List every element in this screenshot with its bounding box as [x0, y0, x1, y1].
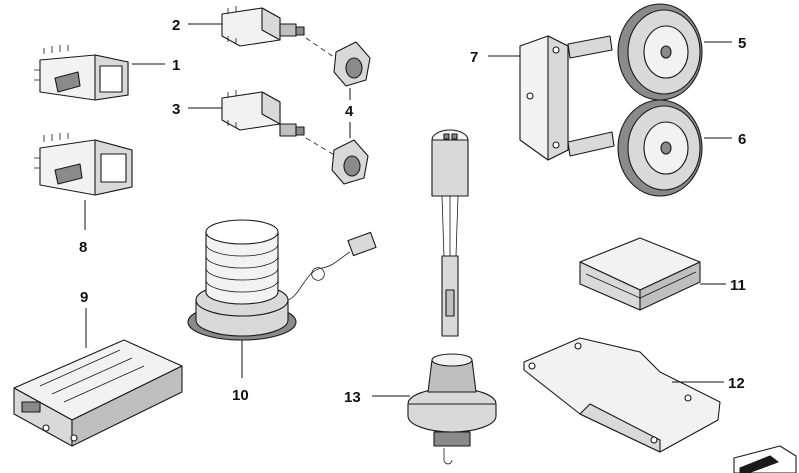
part-switch-1: [34, 45, 129, 101]
part-horn-5: [567, 3, 703, 101]
part-bracket-7: [519, 35, 569, 161]
callout-4: 4: [345, 103, 354, 120]
callout-8: 8: [79, 239, 87, 256]
callout-10: 10: [232, 387, 249, 404]
callout-1: 1: [172, 57, 180, 74]
callout-9: 9: [80, 289, 88, 306]
part-rotary-switch-3: [221, 90, 305, 137]
callout-2: 2: [172, 17, 180, 34]
part-harness-13: [407, 129, 497, 465]
part-knob-4: [305, 37, 371, 185]
part-module-11: [579, 237, 701, 311]
callout-3: 3: [172, 101, 180, 118]
callout-5: 5: [738, 35, 746, 52]
callout-6: 6: [738, 131, 746, 148]
corner-logo-icon: [733, 445, 797, 473]
part-rotary-switch-2: [221, 6, 305, 47]
callout-11: 11: [730, 277, 746, 294]
callout-7: 7: [470, 49, 478, 66]
callout-12: 12: [728, 375, 745, 392]
callout-13: 13: [344, 389, 361, 406]
part-control-unit-9: [13, 339, 183, 447]
part-bracket-12: [523, 337, 721, 453]
part-switch-8: [34, 133, 133, 196]
part-horn-6: [567, 99, 703, 197]
part-siren-10: [187, 219, 377, 341]
